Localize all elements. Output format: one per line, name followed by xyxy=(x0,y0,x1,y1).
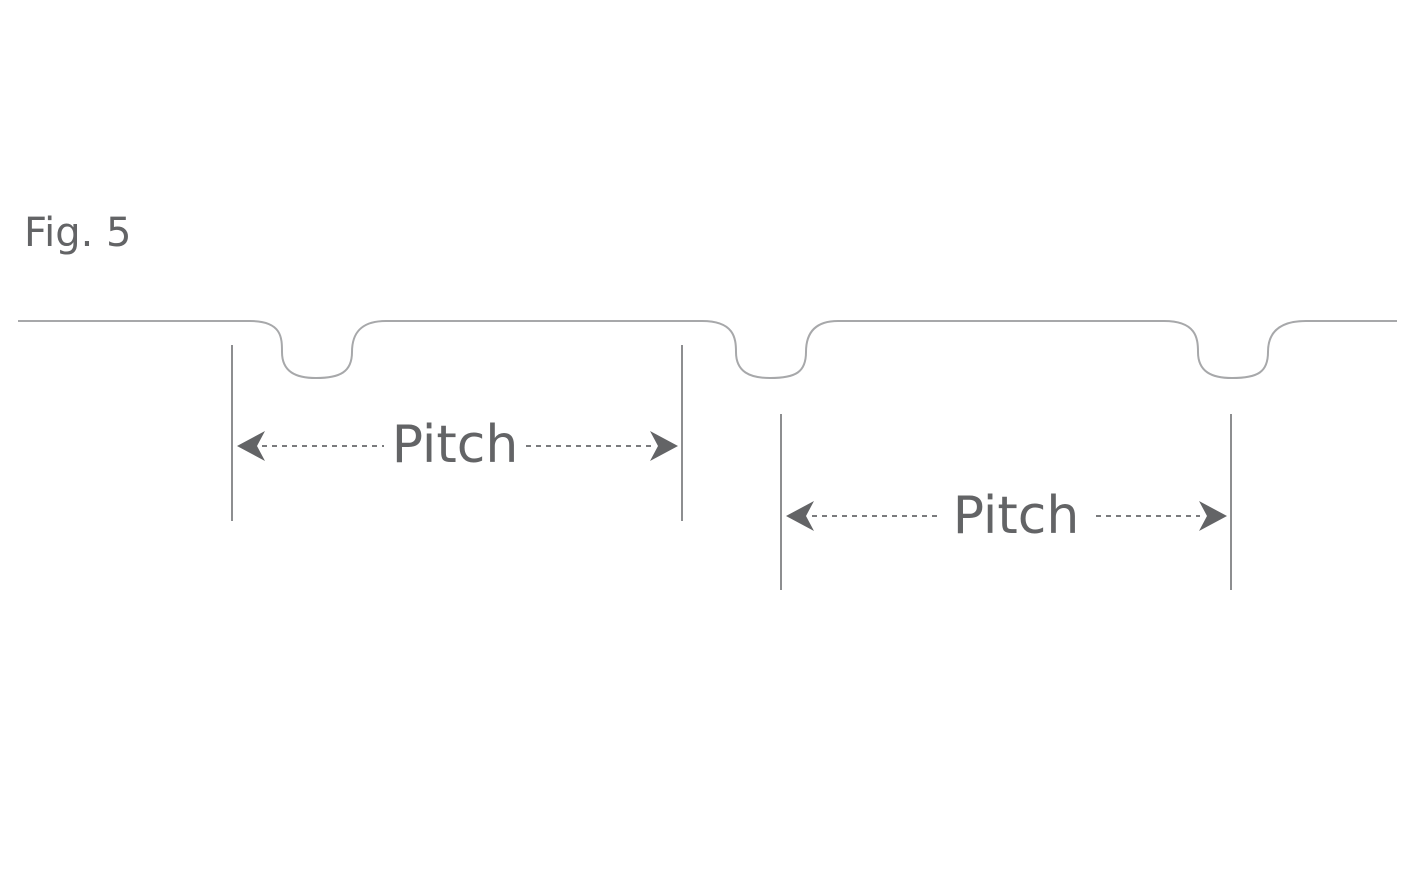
pitch-label: Pitch xyxy=(953,486,1080,546)
belt-profile xyxy=(18,320,1397,380)
arrow-left-icon xyxy=(237,431,265,461)
arrow-right-icon xyxy=(1199,501,1227,531)
figure-label: Fig. 5 xyxy=(24,210,131,256)
pitch-label: Pitch xyxy=(392,415,519,475)
pitch-dimension-2: Pitch xyxy=(780,414,1232,590)
arrow-left-icon xyxy=(786,501,814,531)
arrow-right-icon xyxy=(650,431,678,461)
pitch-dimension-1: Pitch xyxy=(231,345,683,521)
